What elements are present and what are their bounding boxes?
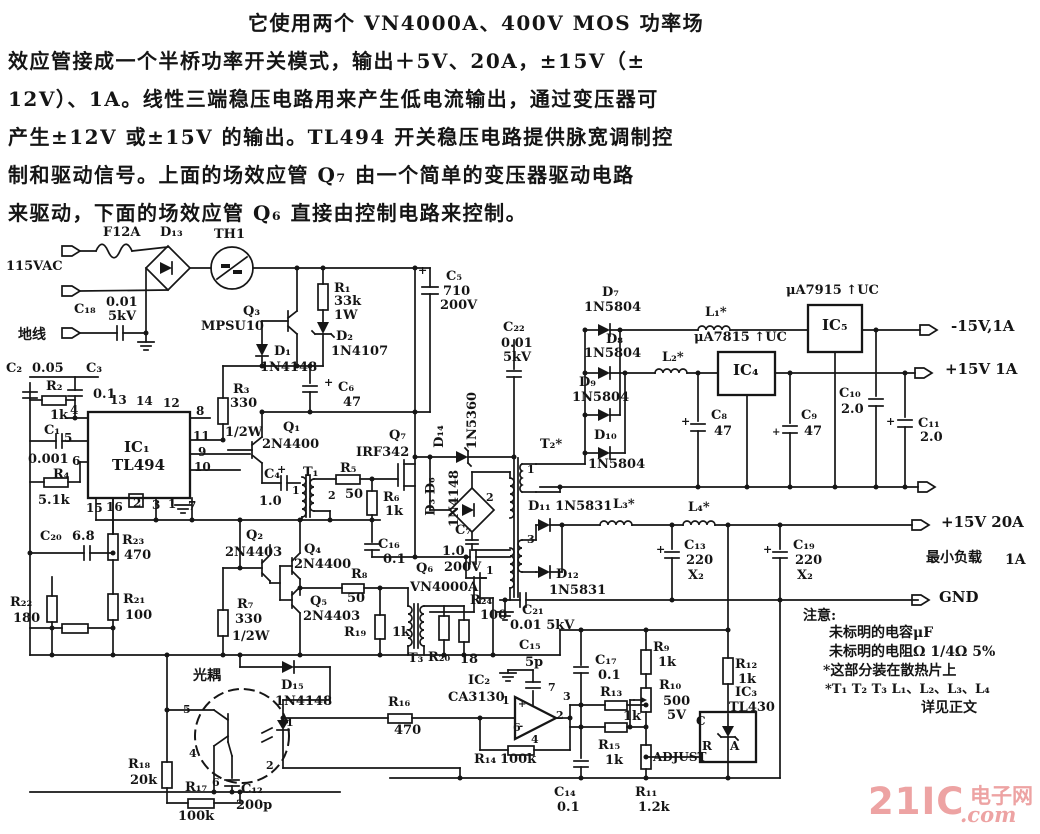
description-paragraph: 它使用两个 VN4000A、400V MOS 功率场 效应管接成一个半桥功率开关… [8,4,1020,232]
main-transformer [496,339,919,621]
output-section [535,303,939,606]
intro-line: 12V）、1A。线性三端稳压电路用来产生低电流输出，通过变压器可 [8,87,659,111]
intro-line: 它使用两个 VN4000A、400V MOS 功率场 [248,11,705,35]
ac-input-section [61,243,254,351]
intro-line: 效应管接成一个半桥功率开关模式，输出＋5V、20A，±15V（± [8,49,646,73]
watermark-domain: .com [960,802,1017,827]
control-section [29,522,781,809]
intro-line: 来驱动，下面的场效应管 Q₆ 直接由控制电路来控制。 [8,201,528,225]
watermark-brand: 21IC [868,780,965,823]
intro-line: 产生±12V 或±15V 的输出。TL494 开关稳压电路提供脉宽调制控 [8,125,674,149]
intro-line: 制和驱动信号。上面的场效应管 Q₇ 由一个简单的变压器驱动电路 [8,163,635,187]
driver-stage [217,365,511,656]
site-watermark: 21IC 电子网 .com [868,778,1038,830]
dc-bus [222,265,439,415]
tl494-section [22,376,381,656]
watermark-cn: 电子网 [970,784,1033,808]
bridge-d3-d6 [414,446,517,551]
